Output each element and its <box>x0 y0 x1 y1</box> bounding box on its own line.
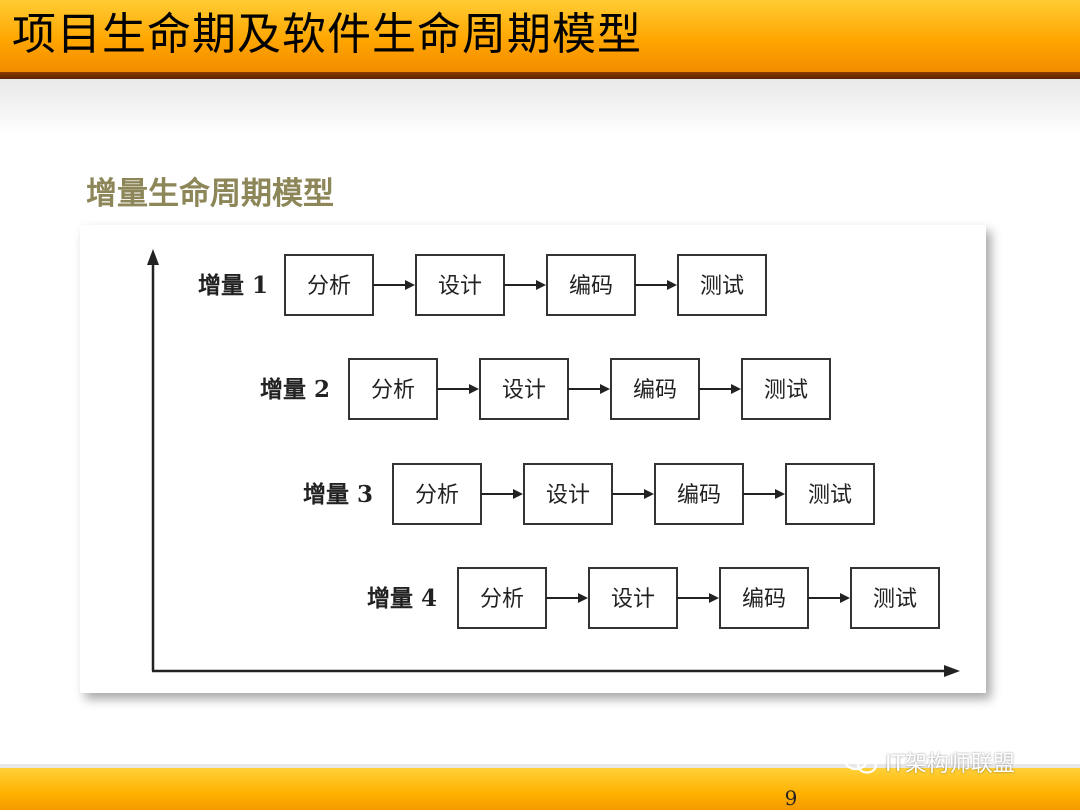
step-box-border <box>415 254 505 316</box>
page-number: 9 <box>784 786 798 810</box>
watermark-text: IT架构师联盟 <box>885 752 1015 777</box>
flow-arrowhead <box>840 593 850 603</box>
step-label: 编码 <box>742 587 786 612</box>
step-label: 分析 <box>371 378 415 403</box>
flow-arrowhead <box>709 593 719 603</box>
flow-arrowhead <box>775 489 785 499</box>
flow-arrowhead <box>667 280 677 290</box>
step-box-border <box>588 567 678 629</box>
step-box-border <box>523 463 613 525</box>
flow-arrowhead <box>536 280 546 290</box>
step-box-border <box>457 567 547 629</box>
wechat-icon <box>843 749 878 774</box>
step-label: 测试 <box>873 587 917 612</box>
step-label: 设计 <box>502 378 546 403</box>
step-box-border <box>719 567 809 629</box>
increment-row-2: 增量 2 分析 设计 编码 测试 <box>260 358 831 420</box>
footer-divider <box>0 764 1080 769</box>
step-label: 设计 <box>438 274 482 299</box>
flow-arrowhead <box>513 489 523 499</box>
step-box-border <box>850 567 940 629</box>
step-box-analysis: 分析 <box>284 254 374 316</box>
step-box-analysis: 分析 <box>392 463 482 525</box>
title-bar: 项目生命期及软件生命周期模型 <box>0 0 1080 74</box>
increment-label: 增量 2 <box>260 376 330 403</box>
flow-arrowhead <box>644 489 654 499</box>
diagram-heading: 增量生命周期模型 <box>86 176 334 212</box>
step-box-testing: 测试 <box>850 567 940 629</box>
step-label: 分析 <box>307 274 351 299</box>
step-label: 测试 <box>808 483 852 508</box>
step-box-border <box>348 358 438 420</box>
step-box-testing: 测试 <box>785 463 875 525</box>
step-label: 测试 <box>700 274 744 299</box>
step-box-design: 设计 <box>523 463 613 525</box>
step-box-border <box>392 463 482 525</box>
step-label: 分析 <box>480 587 524 612</box>
step-box-coding: 编码 <box>654 463 744 525</box>
title-bar-divider <box>0 72 1080 79</box>
step-box-coding: 编码 <box>719 567 809 629</box>
step-label: 编码 <box>677 483 721 508</box>
step-label: 设计 <box>611 587 655 612</box>
step-box-testing: 测试 <box>677 254 767 316</box>
flow-arrowhead <box>578 593 588 603</box>
step-box-border <box>741 358 831 420</box>
watermark: IT架构师联盟 <box>843 746 1015 778</box>
flow-arrowhead <box>405 280 415 290</box>
increment-row-1: 增量 1 分析 设计 编码 测试 <box>198 254 767 316</box>
increment-label: 增量 1 <box>198 272 268 299</box>
x-axis-arrowhead <box>944 665 960 677</box>
step-box-design: 设计 <box>479 358 569 420</box>
increment-row-3: 增量 3 分析 设计 编码 测试 <box>303 463 875 525</box>
step-box-design: 设计 <box>588 567 678 629</box>
step-box-border <box>546 254 636 316</box>
step-box-border <box>677 254 767 316</box>
step-label: 测试 <box>764 378 808 403</box>
step-box-design: 设计 <box>415 254 505 316</box>
slide-title: 项目生命期及软件生命周期模型 <box>12 9 642 60</box>
step-box-border <box>785 463 875 525</box>
step-box-coding: 编码 <box>546 254 636 316</box>
flow-arrowhead <box>600 384 610 394</box>
step-label: 编码 <box>633 378 677 403</box>
increment-row-4: 增量 4 分析 设计 编码 测试 <box>367 567 940 629</box>
step-box-border <box>654 463 744 525</box>
step-box-testing: 测试 <box>741 358 831 420</box>
y-axis-arrowhead <box>147 249 159 265</box>
increment-label: 增量 4 <box>367 585 437 612</box>
step-box-analysis: 分析 <box>348 358 438 420</box>
flow-arrowhead <box>469 384 479 394</box>
flow-arrowhead <box>731 384 741 394</box>
title-bar-shadow <box>0 79 1080 135</box>
step-label: 设计 <box>546 483 590 508</box>
step-label: 分析 <box>415 483 459 508</box>
step-label: 编码 <box>569 274 613 299</box>
step-box-border <box>479 358 569 420</box>
increment-label: 增量 3 <box>303 481 373 508</box>
step-box-coding: 编码 <box>610 358 700 420</box>
footer-bar <box>0 768 1080 810</box>
step-box-analysis: 分析 <box>457 567 547 629</box>
